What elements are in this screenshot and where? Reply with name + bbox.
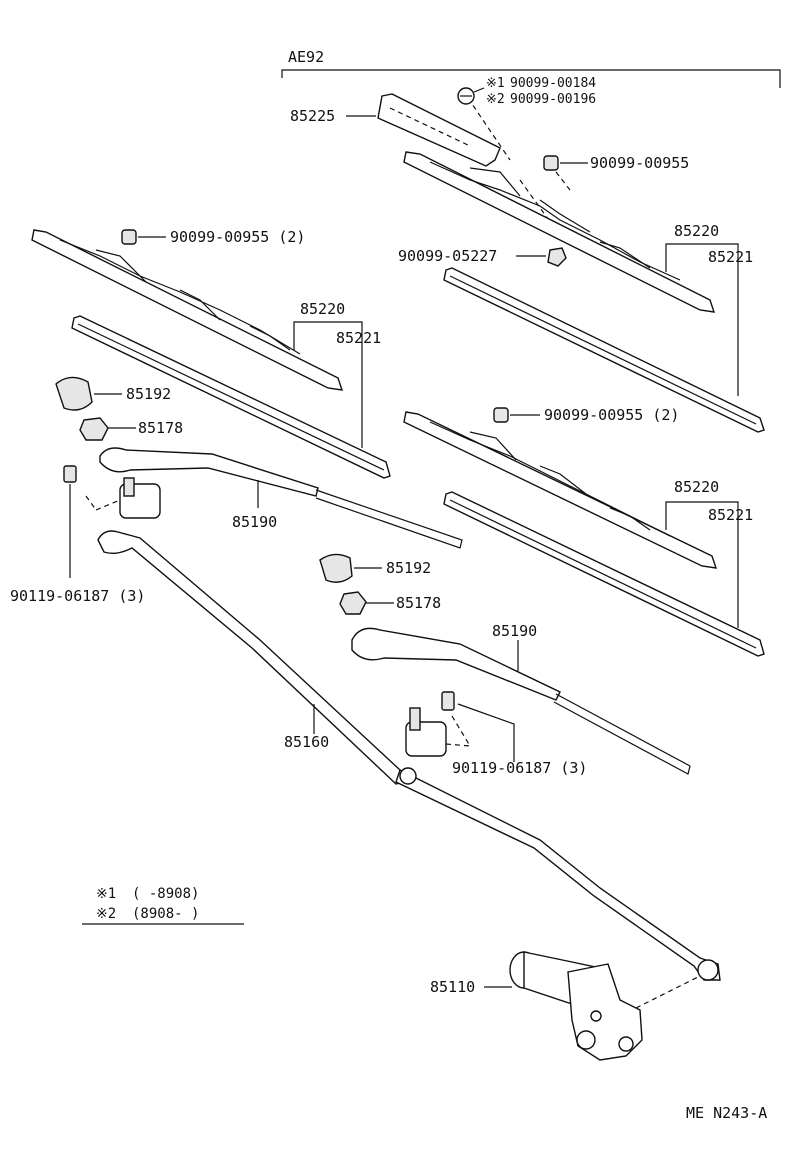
bolt-icon-upper-right bbox=[543, 155, 559, 171]
legend: ※1 ( -8908) ※2 (8908- ) bbox=[82, 886, 244, 925]
wiper-motor-85110 bbox=[509, 951, 643, 1061]
wiper-arm-center bbox=[351, 627, 691, 775]
bolt-icon-upper-left bbox=[121, 229, 137, 245]
cap-icon-center bbox=[319, 553, 353, 583]
wiper-fin-85225 bbox=[377, 93, 511, 167]
model-bracket-label: AE92 bbox=[288, 48, 324, 66]
nut-icon-center2 bbox=[339, 591, 367, 615]
label-refill-right-mid: 85221 bbox=[708, 506, 753, 524]
label-85225: 85225 bbox=[290, 107, 335, 125]
legend-row2-mark: ※2 bbox=[96, 906, 116, 922]
bolt-icon-pivot-center bbox=[441, 691, 455, 711]
label-cap-center: 85192 bbox=[386, 559, 431, 577]
label-cap-left: 85192 bbox=[126, 385, 171, 403]
label-bolt-upper-left: 90099-00955 (2) bbox=[170, 228, 305, 246]
label-arm-left: 85190 bbox=[232, 513, 277, 531]
pivot-center bbox=[405, 707, 447, 757]
label-pivot-bolt-left: 90119-06187 (3) bbox=[10, 587, 145, 605]
wiper-blade-right-mid bbox=[403, 411, 718, 569]
label-pivot-bolt-center: 90119-06187 (3) bbox=[452, 759, 587, 777]
label-link: 85160 bbox=[284, 733, 329, 751]
bolt-icon-pivot-left bbox=[63, 465, 77, 483]
label-refill-upper-right: 85221 bbox=[708, 248, 753, 266]
legend-row1-range: ( -8908) bbox=[132, 886, 199, 902]
nut-icon-left bbox=[79, 417, 109, 441]
label-nut-center2: 85178 bbox=[396, 594, 441, 612]
note1-part: 90099-00184 bbox=[510, 76, 596, 91]
label-refill-left: 85221 bbox=[336, 329, 381, 347]
diagram-code: ME N243-A bbox=[686, 1104, 767, 1122]
note1-mark: ※1 bbox=[486, 76, 505, 91]
note2-part: 90099-00196 bbox=[510, 92, 596, 107]
label-arm-center: 85190 bbox=[492, 622, 537, 640]
wiper-refill-right-mid bbox=[443, 491, 765, 657]
label-blade-upper-right: 85220 bbox=[674, 222, 719, 240]
label-nut-left: 85178 bbox=[138, 419, 183, 437]
legend-row1-mark: ※1 bbox=[96, 886, 116, 902]
model-bracket: AE92 bbox=[281, 48, 781, 88]
note2-mark: ※2 bbox=[486, 92, 505, 107]
wiper-blade-left bbox=[31, 229, 344, 391]
label-blade-left: 85220 bbox=[300, 300, 345, 318]
label-motor: 85110 bbox=[430, 978, 475, 996]
label-bolt-upper-right: 90099-00955 bbox=[590, 154, 689, 172]
wiper-arm-left bbox=[99, 447, 463, 549]
wiper-blade-upper-right bbox=[403, 151, 716, 313]
legend-row2-range: (8908- ) bbox=[132, 906, 199, 922]
cap-icon-left bbox=[55, 376, 93, 411]
label-bolt-right-mid: 90099-00955 (2) bbox=[544, 406, 679, 424]
nut-icon-center bbox=[547, 247, 567, 267]
wiper-refill-left bbox=[71, 315, 391, 479]
label-blade-right-mid: 85220 bbox=[674, 478, 719, 496]
fin-screw-icon bbox=[457, 87, 475, 105]
wiper-refill-upper-right bbox=[443, 267, 765, 433]
label-nut-center: 90099-05227 bbox=[398, 247, 497, 265]
pivot-left bbox=[119, 477, 161, 519]
bolt-icon-right-mid bbox=[493, 407, 509, 423]
link-rod-85160 bbox=[97, 530, 721, 981]
